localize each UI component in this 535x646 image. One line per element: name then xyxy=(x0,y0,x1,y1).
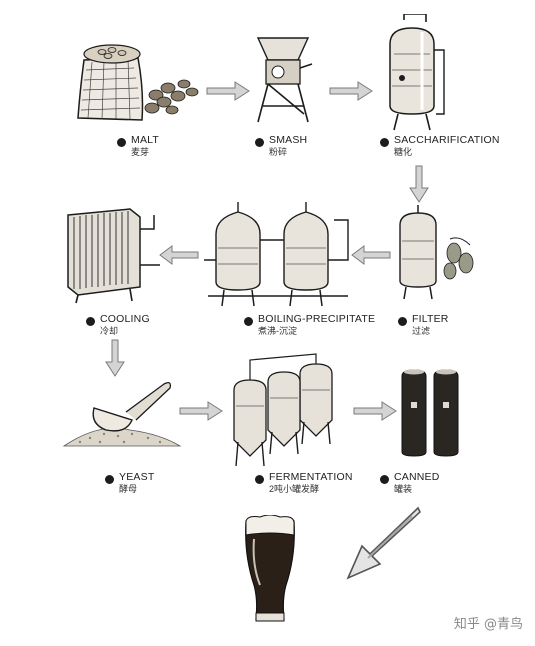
mill-illustration xyxy=(256,37,313,123)
step-name-zh: 糖化 xyxy=(394,146,413,157)
arrow-yeast-to-fermentation xyxy=(179,401,223,421)
bullet-icon xyxy=(398,317,407,326)
watermark-text: 知乎 @青鸟 xyxy=(453,617,523,632)
step-label-cooling: COOLING 冷却 xyxy=(86,313,150,336)
bullet-icon xyxy=(380,475,389,484)
cans-illustration xyxy=(401,369,459,457)
step-label-canned: CANNED 罐装 xyxy=(380,471,440,494)
step-name-zh: 罐装 xyxy=(394,483,413,494)
bullet-icon xyxy=(380,138,389,147)
arrow-saccharification-to-filter xyxy=(409,165,429,203)
step-name-zh: 冷却 xyxy=(100,325,119,336)
step-name-zh: 2吨小罐发酵 xyxy=(269,483,320,494)
step-label-yeast: YEAST 酵母 xyxy=(105,471,155,494)
arrow-fermentation-to-canned xyxy=(353,401,397,421)
step-name-en: FILTER xyxy=(412,313,449,325)
step-label-filter: FILTER 过滤 xyxy=(398,313,449,336)
bullet-icon xyxy=(105,475,114,484)
step-label-fermentation: FERMENTATION 2吨小罐发酵 xyxy=(255,471,353,494)
step-name-en: COOLING xyxy=(100,313,150,325)
bullet-icon xyxy=(255,475,264,484)
bullet-icon xyxy=(244,317,253,326)
plate-cooler-illustration xyxy=(67,208,160,304)
bullet-icon xyxy=(255,138,264,147)
step-label-boiling: BOILING-PRECIPITATE 煮沸-沉淀 xyxy=(244,313,376,336)
arrow-filter-to-boiling xyxy=(351,245,391,265)
arrow-malt-to-smash xyxy=(206,81,250,101)
mash-tun-illustration xyxy=(389,14,445,131)
malt-sack-illustration xyxy=(77,44,199,121)
step-label-malt: MALT 麦芽 xyxy=(117,134,160,157)
step-name-en: FERMENTATION xyxy=(269,471,353,483)
step-name-en: SMASH xyxy=(269,134,308,146)
step-label-smash: SMASH 粉碎 xyxy=(255,134,308,157)
step-name-zh: 过滤 xyxy=(412,325,431,336)
step-name-zh: 酵母 xyxy=(119,483,138,494)
arrow-cooling-to-yeast xyxy=(105,339,125,377)
arrow-boiling-to-cooling xyxy=(159,245,199,265)
fermenters-illustration xyxy=(233,353,333,467)
step-name-zh: 煮沸-沉淀 xyxy=(258,325,297,336)
yeast-scoop-illustration xyxy=(62,382,182,447)
step-name-zh: 粉碎 xyxy=(269,146,288,157)
boil-kettles-illustration xyxy=(204,202,349,307)
arrow-smash-to-saccharification xyxy=(329,81,373,101)
step-name-en: BOILING-PRECIPITATE xyxy=(258,313,376,325)
lauter-tun-illustration xyxy=(399,205,474,300)
step-name-zh: 麦芽 xyxy=(131,146,150,157)
step-name-en: YEAST xyxy=(119,471,155,483)
step-name-en: SACCHARIFICATION xyxy=(394,134,500,146)
bullet-icon xyxy=(86,317,95,326)
step-label-saccharification: SACCHARIFICATION 糖化 xyxy=(380,134,500,157)
step-name-en: CANNED xyxy=(394,471,440,483)
bullet-icon xyxy=(117,138,126,147)
beer-glass-illustration xyxy=(245,515,295,622)
arrow-canned-to-beer xyxy=(346,506,421,580)
step-name-en: MALT xyxy=(131,134,160,146)
